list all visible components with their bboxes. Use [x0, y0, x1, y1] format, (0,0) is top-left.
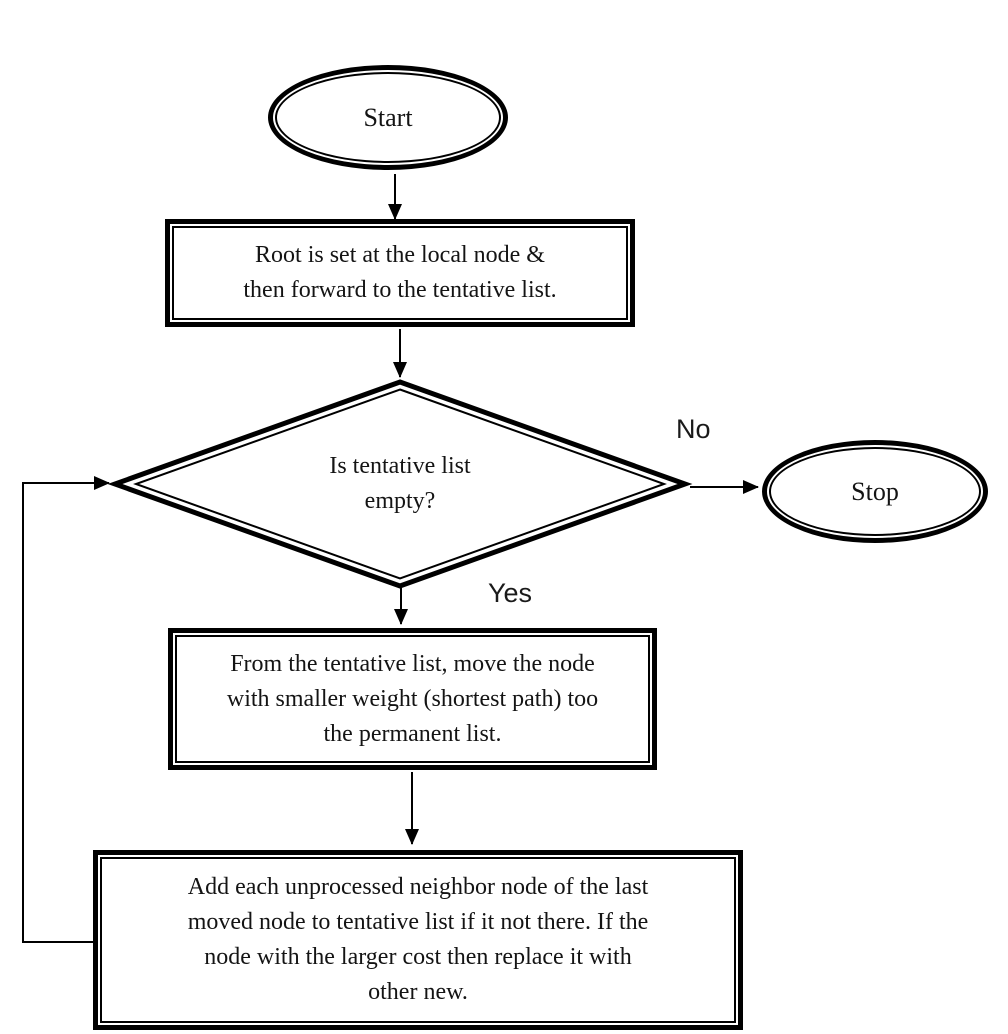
decision-diamond-outer	[107, 379, 693, 589]
node-decision-label: Is tentative list empty?	[250, 449, 550, 519]
node-add-line-4: other new.	[368, 979, 468, 1005]
edge-label-yes: Yes	[488, 578, 533, 608]
edge-label-no: No	[676, 414, 711, 444]
node-decision-line-2: empty?	[364, 488, 436, 514]
node-add: Add each unprocessed neighbor node of th…	[93, 850, 743, 1030]
node-add-line-3: node with the larger cost then replace i…	[204, 944, 632, 970]
node-add-line-2: moved node to tentative list if it not t…	[187, 909, 649, 935]
node-add-line-1: Add each unprocessed neighbor node of th…	[187, 874, 649, 900]
node-move-line-3: the permanent list.	[323, 720, 502, 747]
node-start-label: Start	[363, 102, 413, 132]
node-move-line-2: with smaller weight (shortest path) too	[226, 685, 599, 712]
decision-diamond-inner	[133, 388, 667, 580]
node-init-line-2: then forward to the tentative list.	[243, 277, 557, 303]
node-init-line-1: Root is set at the local node &	[255, 242, 545, 268]
node-decision-line-1: Is tentative list	[329, 453, 471, 479]
node-start: Start	[268, 65, 508, 170]
node-init: Root is set at the local node & then for…	[165, 219, 635, 327]
node-stop: Stop	[762, 440, 988, 543]
node-stop-label: Stop	[851, 476, 899, 506]
edge-add-loop-to-decision	[22, 476, 110, 943]
node-move-line-1: From the tentative list, move the node	[230, 650, 595, 677]
node-move: From the tentative list, move the node w…	[168, 628, 657, 770]
